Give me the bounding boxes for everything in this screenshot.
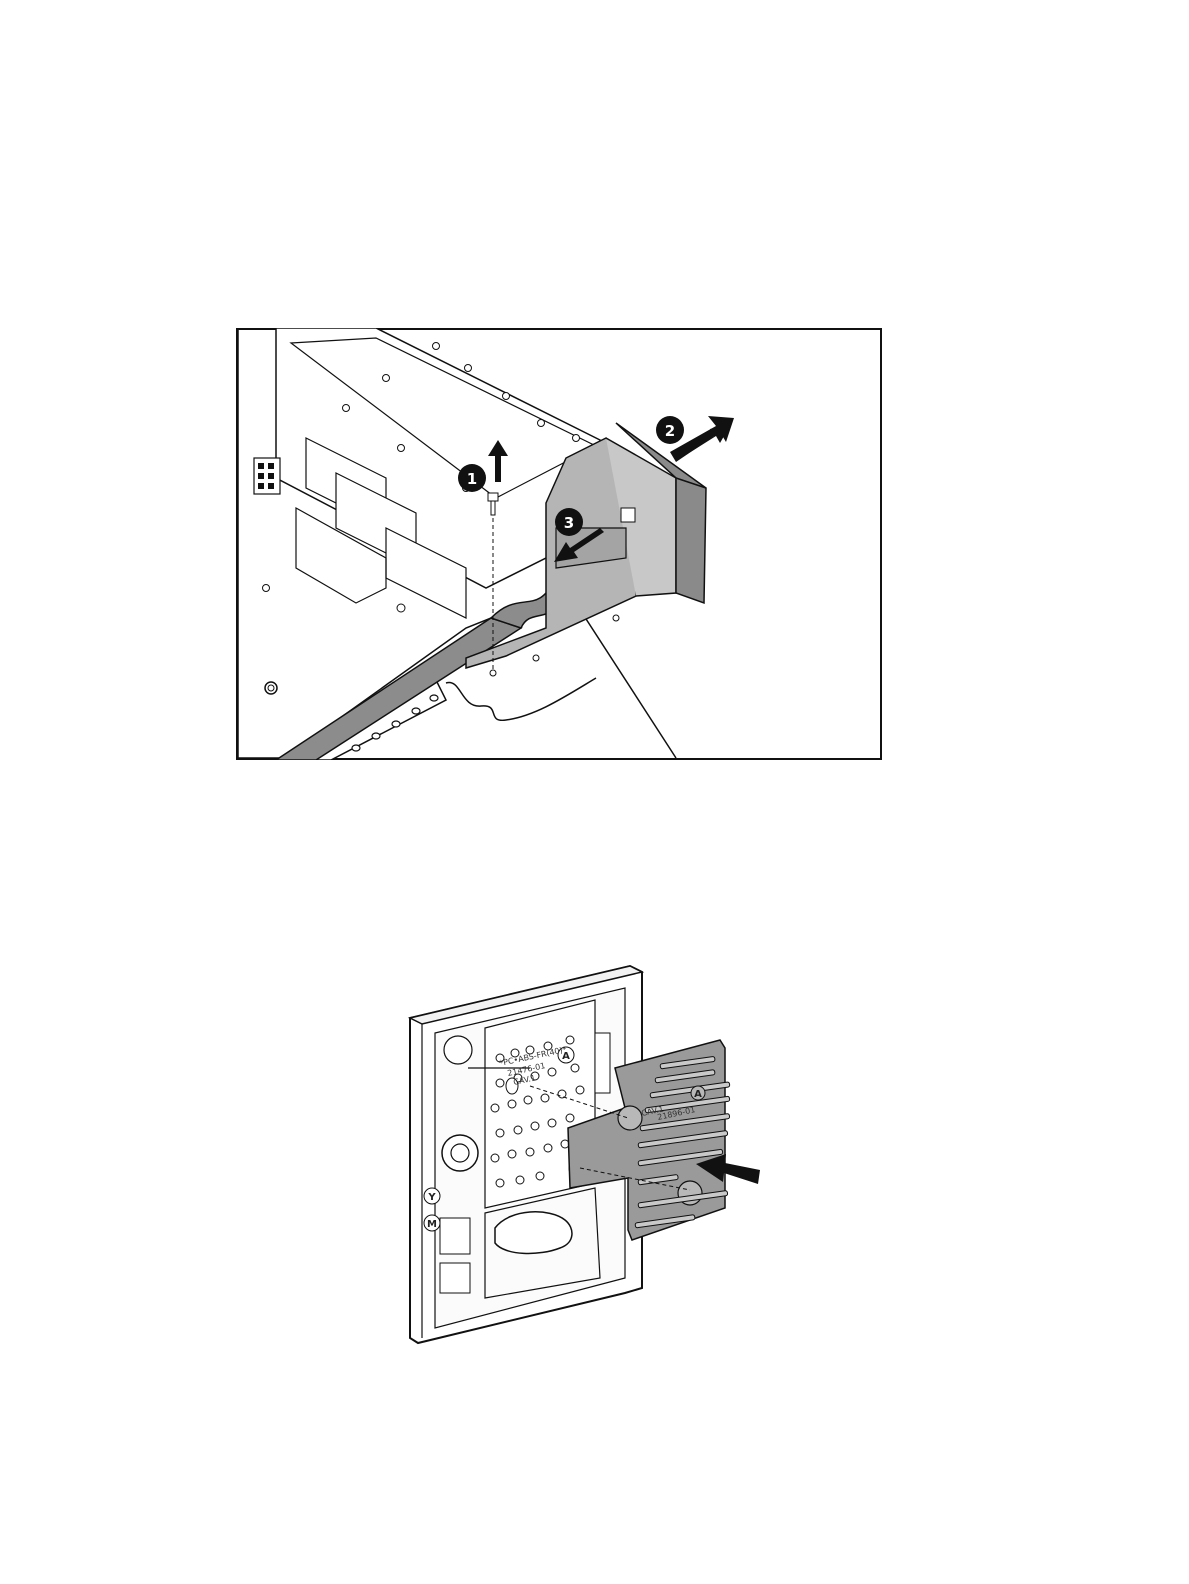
side-letter-m: M <box>424 1215 440 1231</box>
chassis-drawing: 1 2 3 <box>236 328 882 760</box>
bezel-illustration: A Y M *PC•ABS-FR(40)* 21476-01 CAV.1 <box>400 958 780 1348</box>
svg-text:Y: Y <box>427 1192 436 1203</box>
callout-3-label: 3 <box>564 514 574 532</box>
callout-2-label: 2 <box>665 422 675 440</box>
callout-3: 3 <box>555 508 583 536</box>
callout-1: 1 <box>458 464 486 492</box>
callout-2: 2 <box>656 416 684 444</box>
side-letter-a-plate: A <box>691 1086 705 1100</box>
svg-text:A: A <box>694 1089 702 1100</box>
callout-1-label: 1 <box>467 470 477 488</box>
cable-slot <box>495 1212 572 1254</box>
side-letter-y: Y <box>424 1188 440 1204</box>
svg-text:M: M <box>427 1219 437 1230</box>
power-connector <box>254 458 280 494</box>
bezel-drawing: A Y M *PC•ABS-FR(40)* 21476-01 CAV.1 <box>400 958 780 1348</box>
chassis-illustration: 1 2 3 <box>236 328 882 760</box>
